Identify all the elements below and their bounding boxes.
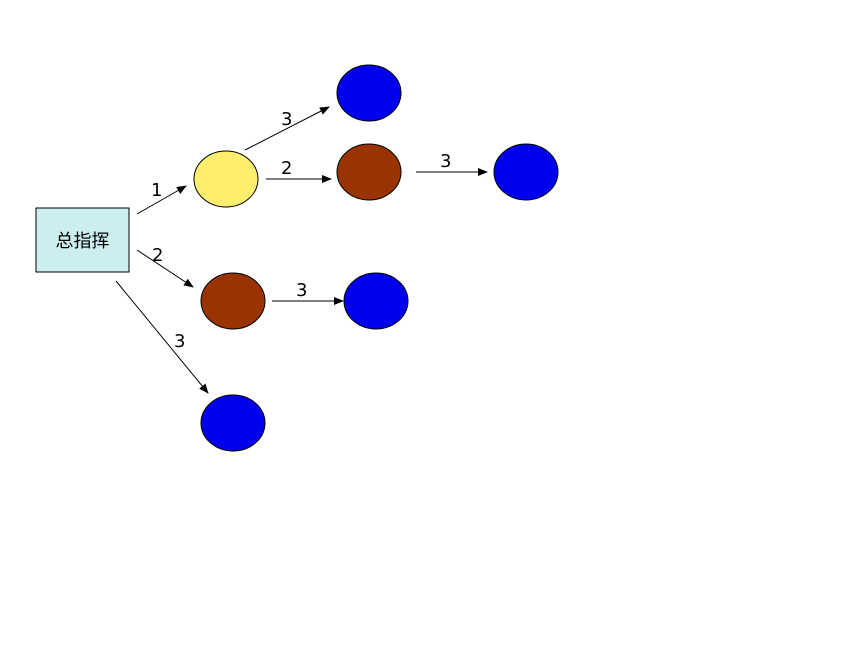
node-blue-middle[interactable]	[343, 272, 409, 330]
edge-label-root-to-yellow: 1	[151, 180, 162, 201]
edge-label-brown-upper-to-blue-right: 3	[440, 151, 451, 172]
node-blue-top[interactable]	[336, 64, 402, 122]
edge-label-root-to-brown-lower: 2	[152, 245, 163, 266]
root-label: 总指挥	[56, 231, 110, 252]
root-box	[35, 207, 130, 273]
node-brown-upper[interactable]	[336, 143, 402, 201]
edge-label-brown-lower-to-blue-middle: 3	[296, 280, 307, 301]
node-yellow[interactable]	[193, 150, 259, 208]
node-blue-bottom[interactable]	[200, 394, 266, 452]
edge-label-root-to-blue-bottom: 3	[174, 331, 185, 352]
edge-yellow-to-blue-top	[244, 106, 330, 151]
edge-root-to-blue-bottom	[115, 280, 209, 394]
root-node[interactable]: 总指挥	[35, 207, 130, 273]
edge-root-to-yellow	[136, 185, 187, 215]
edge-label-yellow-to-blue-top: 3	[281, 109, 292, 130]
edge-label-yellow-to-brown-upper: 2	[281, 158, 292, 179]
edge-root-to-brown-lower	[136, 249, 194, 288]
node-brown-lower[interactable]	[200, 272, 266, 330]
node-blue-right[interactable]	[493, 143, 559, 201]
